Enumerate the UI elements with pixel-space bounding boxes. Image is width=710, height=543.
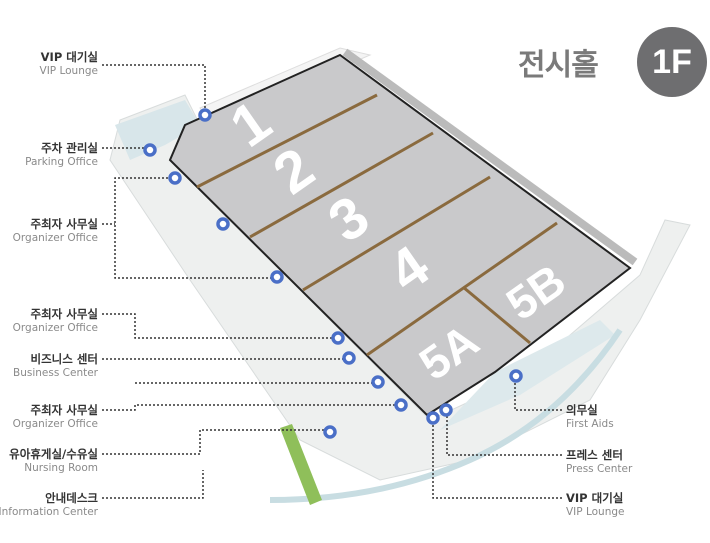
- label-en: Organizer Office: [12, 418, 98, 430]
- label-ko: 주최자 사무실: [30, 217, 98, 231]
- label-en: Press Center: [566, 463, 633, 475]
- floor-badge: 1F: [637, 27, 707, 97]
- divider-5a-5b: [462, 285, 531, 345]
- divider-4-5: [366, 221, 558, 357]
- marker-organizer-office: [394, 398, 408, 412]
- label-en: Organizer Office: [12, 232, 98, 244]
- divider-3-4: [302, 175, 491, 292]
- page-title: 전시홀: [518, 48, 599, 83]
- label-ko: 주차 관리실: [41, 141, 98, 155]
- marker-vip-lounge: [198, 108, 212, 122]
- label-en: Nursing Room: [24, 462, 98, 474]
- divider-2-3: [249, 131, 434, 239]
- lounge-area: [115, 100, 200, 160]
- label-ko: VIP 대기실: [40, 50, 98, 64]
- marker-parking-office: [143, 143, 157, 157]
- label-ko: 주최자 사무실: [30, 403, 98, 417]
- label-ko: 주최자 사무실: [30, 307, 98, 321]
- location-markers: [143, 108, 523, 439]
- label-ko: 의무실: [566, 403, 598, 417]
- outer-curve: [269, 328, 623, 503]
- label-ko: 프레스 센터: [566, 448, 623, 462]
- marker-information-center: [323, 425, 337, 439]
- marker-organizer-office: [371, 375, 385, 389]
- marker-organizer-office: [216, 217, 230, 231]
- service-corridor: [342, 48, 638, 266]
- label-en: Organizer Office: [12, 322, 98, 334]
- label-en: VIP Lounge: [566, 506, 625, 518]
- label-en: Parking Office: [25, 156, 98, 168]
- label-en: Information Center: [0, 506, 98, 518]
- hall-dividers: [196, 93, 558, 357]
- marker-press-center: [439, 403, 453, 417]
- label-ko: VIP 대기실: [566, 491, 624, 505]
- leader-lines: [102, 64, 562, 499]
- marker-first-aids: [509, 369, 523, 383]
- label-ko: 비즈니스 센터: [30, 352, 98, 366]
- label-en: VIP Lounge: [39, 65, 98, 77]
- green-area: [280, 424, 322, 505]
- divider-1-2: [196, 93, 378, 189]
- label-en: First Aids: [566, 418, 614, 430]
- marker-organizer-office: [168, 171, 182, 185]
- label-ko: 안내데스크: [45, 491, 98, 505]
- east-wing: [440, 320, 615, 430]
- marker-vip-lounge: [426, 411, 440, 425]
- marker-organizer-office: [331, 331, 345, 345]
- marker-business-center: [342, 351, 356, 365]
- marker-organizer-office: [270, 270, 284, 284]
- label-ko: 유아휴게실/수유실: [9, 447, 98, 461]
- exhibition-hall: [168, 53, 632, 417]
- label-en: Business Center: [13, 367, 98, 379]
